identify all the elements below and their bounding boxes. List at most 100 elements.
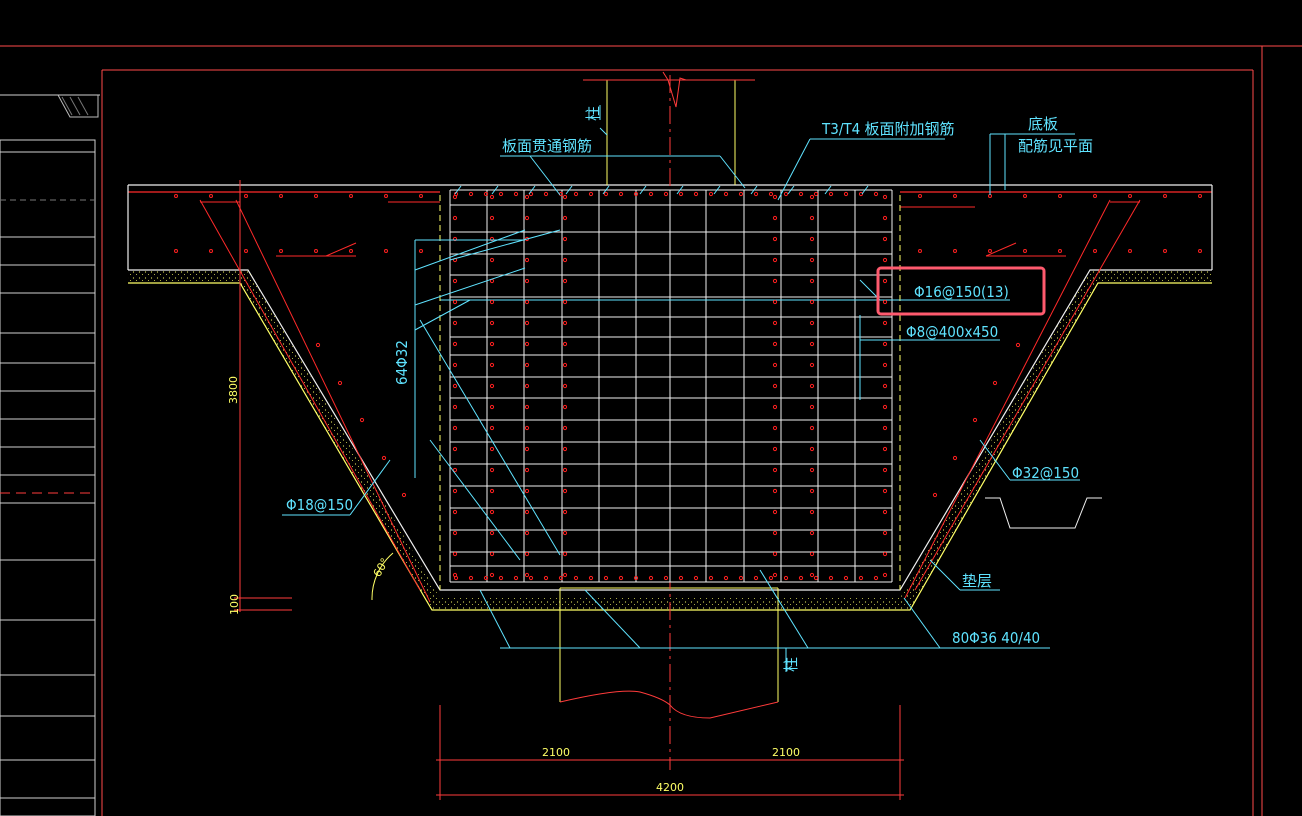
bottom-rebar-36-label: 80Φ36 40/40 (952, 629, 1040, 647)
leader-diagonal (903, 597, 941, 649)
rebar-dot (772, 257, 778, 263)
leader-diagonal (414, 299, 471, 331)
slab-dot (279, 194, 283, 198)
rebar-dot (524, 530, 530, 536)
rebar-dot (633, 191, 639, 197)
rebar-dot (562, 425, 568, 431)
slab-dot (953, 194, 957, 198)
rebar-dot (809, 446, 815, 452)
highlight-box[interactable] (876, 266, 1046, 316)
rebar-dot (562, 488, 568, 494)
rebar-dot (882, 257, 888, 263)
rebar-cage (440, 185, 900, 583)
slab-dot (349, 249, 353, 253)
rebar-dot (483, 575, 489, 581)
rebar-dot (489, 404, 495, 410)
rebar-dot (772, 572, 778, 578)
top-tick (565, 185, 573, 195)
rebar-dot (558, 191, 564, 197)
leader-diagonal (449, 229, 561, 261)
rebar-dot (543, 191, 549, 197)
slab-dot (918, 249, 922, 253)
slope-dot (401, 492, 407, 498)
slab-dot (279, 249, 283, 253)
rebar-dot (809, 572, 815, 578)
top-tick (676, 185, 684, 195)
slab-dot (918, 194, 922, 198)
rebar-dot (498, 191, 504, 197)
rebar-dot (524, 425, 530, 431)
rebar-dot (882, 320, 888, 326)
rebar-dot (562, 320, 568, 326)
slab-dot (1163, 249, 1167, 253)
top-tick (491, 185, 499, 195)
slab-dot (174, 194, 178, 198)
rebar-dot (524, 215, 530, 221)
rebar-dot (489, 341, 495, 347)
rebar-dot (468, 575, 474, 581)
rebar-dot (524, 341, 530, 347)
rebar-dot (543, 575, 549, 581)
rebar-dot (772, 362, 778, 368)
rebar-dot (452, 215, 458, 221)
slab-dot (1093, 249, 1097, 253)
rebar-dot (452, 446, 458, 452)
rebar-dot (882, 341, 888, 347)
rebar-dot (489, 383, 495, 389)
rebar-dot (524, 383, 530, 389)
rebar-dot (882, 572, 888, 578)
rebar-dot (562, 509, 568, 515)
top-tick (861, 185, 869, 195)
rebar-dot (882, 509, 888, 515)
slope-dot (315, 342, 321, 348)
rebar-dot (524, 551, 530, 557)
slope-dot (381, 455, 387, 461)
top-tick (750, 185, 758, 195)
leader-diagonal (584, 589, 641, 649)
cushion-dimension: 100 (228, 594, 241, 615)
rebar-dot (603, 575, 609, 581)
rebar-dot (513, 575, 519, 581)
rebar-dot (562, 257, 568, 263)
rebar-dot (528, 575, 534, 581)
rebar-dot (882, 194, 888, 200)
rebar-dot (489, 257, 495, 263)
top-tick (787, 185, 795, 195)
rebar-dot (693, 191, 699, 197)
angle-label: 60° (371, 556, 392, 579)
stirrup-8-label: Φ8@400x450 (906, 323, 998, 341)
rebar-dot (772, 551, 778, 557)
rebar-dot (882, 488, 888, 494)
rebar-dot (882, 383, 888, 389)
slab-dot (988, 249, 992, 253)
rebar-dot (562, 278, 568, 284)
rebar-dot (588, 191, 594, 197)
slab-dot (1058, 249, 1062, 253)
rebar-dot (524, 467, 530, 473)
rebar-dot (603, 191, 609, 197)
rebar-dot (483, 191, 489, 197)
rebar-dot (843, 191, 849, 197)
rebar-dot (452, 362, 458, 368)
slab-dot (1128, 249, 1132, 253)
rebar-dot (524, 194, 530, 200)
rebar-dot (783, 575, 789, 581)
slab-dot (953, 249, 957, 253)
rebar-dot (573, 575, 579, 581)
angle-arc (371, 552, 394, 601)
rebar-dot (882, 446, 888, 452)
rebar-dot (882, 236, 888, 242)
rebar-dot (562, 299, 568, 305)
rebar-dot (524, 572, 530, 578)
slab-dot (209, 194, 213, 198)
rebar-dot (562, 383, 568, 389)
slab-dot (419, 249, 423, 253)
rebar-dot (489, 572, 495, 578)
rebar-dot (562, 572, 568, 578)
slope-dot (1015, 342, 1021, 348)
column-top (606, 80, 736, 185)
rebar-16-label[interactable]: Φ16@150(13) (914, 283, 1009, 301)
rebar-dot (809, 236, 815, 242)
rebar-dot (768, 575, 774, 581)
rebar-dot (738, 575, 744, 581)
